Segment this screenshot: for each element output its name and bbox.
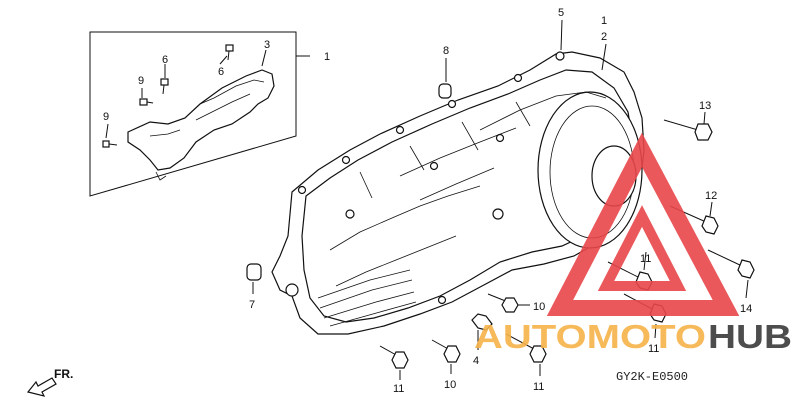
flange-bosses [285, 51, 565, 305]
bolt-10b-icon [431, 339, 461, 374]
housing-contours [329, 185, 481, 287]
rib-lines [359, 101, 531, 199]
watermark-text-primary: AUTOMOTO [474, 318, 706, 355]
callout-1-box: 1 [324, 51, 330, 63]
callout-5: 5 [558, 7, 564, 19]
callout-1-top: 1 [601, 15, 607, 27]
bracket-ribs [149, 79, 265, 137]
callout-11d: 11 [533, 381, 544, 393]
diagram-code: GY2K-E0500 [616, 370, 688, 384]
bolt-10a-icon [487, 293, 530, 313]
bolt-9b-icon [102, 140, 118, 148]
callout-9b: 9 [103, 111, 109, 123]
leader-5 [560, 19, 563, 51]
watermark-triangle [546, 132, 740, 316]
callout-7: 7 [249, 299, 255, 311]
callout-12: 12 [705, 190, 717, 202]
callouts: 5 1 2 1 3 6 6 9 9 8 13 12 14 11 11 11 11… [103, 7, 752, 395]
callout-4: 4 [473, 355, 479, 367]
callout-10a: 10 [533, 301, 545, 313]
front-direction-arrow: FR. [26, 367, 73, 397]
dowel-pin-8-icon [438, 58, 452, 99]
callout-11b: 11 [648, 343, 659, 355]
direction-label: FR. [54, 367, 73, 381]
bolt-6b-icon [160, 78, 169, 95]
watermark-logo: AUTOMOTO HUB [474, 132, 792, 355]
callout-3: 3 [264, 39, 270, 51]
callout-11c: 11 [393, 383, 404, 395]
callout-6b: 6 [162, 54, 168, 66]
watermark-text-secondary: HUB [708, 318, 792, 355]
callout-11a: 11 [640, 253, 651, 265]
leader-2 [601, 43, 607, 71]
leader-6a [219, 55, 228, 65]
leader-11a [643, 251, 647, 271]
callout-10b: 10 [444, 379, 456, 391]
bolt-14-icon [707, 249, 755, 299]
bolt-6a-icon [225, 44, 234, 61]
bolt-11d-icon [505, 333, 547, 376]
callout-13: 13 [699, 100, 711, 112]
cooling-fins [317, 269, 417, 327]
cover-assembly [271, 19, 645, 335]
group-box-outline [89, 31, 310, 197]
dowel-pin-7-icon [246, 263, 262, 294]
bracket-tab [155, 171, 167, 181]
bolt-11c-icon [379, 345, 409, 380]
callout-6a: 6 [218, 66, 224, 78]
arrow-icon [26, 377, 57, 397]
bolt-9a-icon [139, 98, 154, 106]
watermark-inner-triangle [597, 205, 687, 291]
callout-9a: 9 [138, 75, 144, 87]
leader-3 [261, 49, 267, 67]
leader-9b [105, 123, 109, 139]
bracket-group [89, 31, 310, 197]
callout-8: 8 [443, 45, 449, 57]
bracket-part [127, 69, 275, 171]
callout-2: 2 [601, 31, 607, 43]
clip-4-icon [471, 313, 493, 350]
callout-14: 14 [740, 303, 752, 315]
bolt-13-icon [663, 111, 713, 141]
